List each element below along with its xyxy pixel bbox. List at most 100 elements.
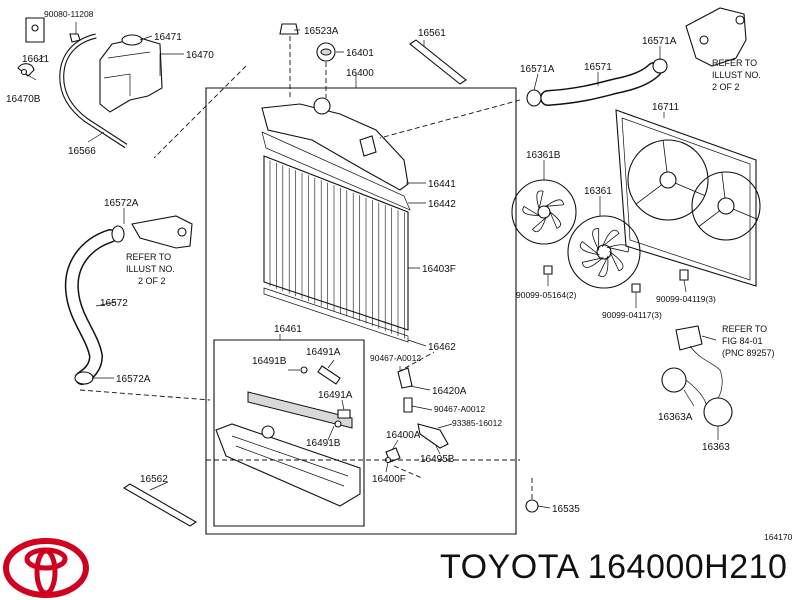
label-16562: 16562 — [140, 474, 168, 485]
note-refer-left-1: REFER TO — [126, 252, 171, 262]
label-16566: 16566 — [68, 146, 96, 157]
fan-blade — [536, 190, 544, 210]
shroud-spoke — [733, 208, 758, 220]
shroud-spoke — [675, 182, 705, 196]
label-16491A-top: 16491A — [306, 347, 341, 358]
bottom-dashes — [79, 389, 520, 461]
clamp-16572A-top — [111, 225, 125, 243]
radiator-cap-top — [320, 48, 332, 56]
label-16470B: 16470B — [6, 94, 41, 105]
label-16400: 16400 — [346, 68, 374, 79]
leaders-lower-tank — [288, 359, 345, 441]
label-93385-16012: 93385-16012 — [452, 418, 502, 428]
label-16571: 16571 — [584, 62, 612, 73]
label-90467-A0012-b: 90467-A0012 — [434, 404, 485, 414]
label-16572A-top: 16572A — [104, 198, 139, 209]
fan-blade — [581, 257, 605, 268]
housing-bolt-b — [699, 35, 709, 45]
shroud-spoke — [662, 140, 668, 173]
label-90467-A0012-a: 90467-A0012 — [370, 353, 421, 363]
label-16491A-mid: 16491A — [318, 390, 353, 401]
motor-wire-b — [685, 379, 707, 405]
fan-blade — [598, 255, 609, 277]
label-16571A-left: 16571A — [520, 64, 555, 75]
leaders-top-left — [25, 22, 184, 143]
label-16363A: 16363A — [658, 412, 693, 423]
clamp-16571A-right — [652, 58, 668, 74]
fan-group — [511, 179, 689, 293]
radiator-core — [263, 155, 409, 331]
lower-tank-group — [213, 339, 365, 527]
connector-89257 — [675, 325, 703, 351]
label-16400F: 16400F — [372, 474, 406, 485]
note-refer-right-2: ILLUST NO. — [712, 70, 761, 80]
label-90099-04119: 90099-04119(3) — [656, 294, 716, 304]
leaders-lower-hose — [92, 208, 125, 379]
motor-16363A — [661, 367, 687, 393]
fan-blade — [531, 216, 547, 233]
shroud-ring-right — [691, 171, 761, 241]
note-refer-fig-1: REFER TO — [722, 324, 767, 334]
lower-tank-outlet — [261, 425, 275, 439]
lower-gasket-strip — [247, 391, 353, 429]
nut-90099-05164 — [543, 265, 553, 275]
label-16491B-mid: 16491B — [306, 438, 341, 449]
drain-16420A — [397, 367, 413, 389]
motor-wire — [689, 345, 723, 399]
oring-16491B-mid — [334, 420, 342, 428]
label-16572: 16572 — [100, 298, 128, 309]
leaders-fan — [543, 160, 719, 440]
clamp-16571A-left — [526, 89, 542, 107]
fan-16361B-hub — [537, 205, 551, 219]
upper-tank-inlet — [359, 135, 377, 157]
strip-16562 — [122, 483, 198, 527]
leaders-upper-hose — [533, 46, 665, 118]
core-fins — [269, 160, 405, 339]
clip-hole — [20, 68, 28, 76]
radiator-filler-neck — [313, 97, 331, 115]
label-16420A: 16420A — [432, 386, 467, 397]
gasket-16442 — [261, 131, 411, 211]
shroud-spokes — [635, 140, 758, 227]
radiator-group — [153, 23, 521, 535]
leaders-drain — [149, 366, 551, 509]
fan-blade — [601, 229, 620, 248]
drain-90467 — [403, 397, 413, 413]
label-16571A-right: 16571A — [642, 36, 677, 47]
fan-16361 — [567, 215, 641, 289]
label-16401: 16401 — [346, 48, 374, 59]
label-16461: 16461 — [274, 324, 302, 335]
lower-tank-box — [213, 339, 365, 527]
label-90080-11208: 90080-11208 — [44, 9, 94, 19]
drain-parts — [79, 351, 539, 527]
label-16561: 16561 — [418, 28, 446, 39]
label-16400A: 16400A — [386, 430, 421, 441]
dash-right-link — [379, 99, 521, 139]
hose-16571 — [541, 63, 661, 105]
label-16441: 16441 — [428, 179, 456, 190]
note-refer-right-1: REFER TO — [712, 58, 757, 68]
lower-hose-group — [64, 215, 193, 385]
hose-16572 — [66, 230, 116, 384]
fan-blade — [608, 250, 624, 272]
note-refer-left-2: ILLUST NO. — [126, 264, 175, 274]
note-refer-left-3: 2 OF 2 — [138, 276, 166, 286]
assembly-box — [205, 87, 517, 535]
reservoir-tank — [99, 37, 163, 113]
plug-16491A-mid — [337, 409, 351, 419]
leaders-radiator — [279, 182, 427, 347]
reservoir-group — [17, 17, 163, 149]
bolt-90099-04119 — [679, 269, 689, 281]
note-refer-fig-2: FIG 84-01 — [722, 336, 763, 346]
motor-16363 — [703, 397, 733, 427]
fan-blade — [522, 205, 541, 216]
note-refer-fig-3: (PNC 89257) — [722, 348, 775, 358]
fan-blades — [522, 190, 629, 277]
fan-blade — [549, 210, 561, 229]
label-16361B: 16361B — [526, 150, 561, 161]
reservoir-detail — [103, 51, 151, 96]
cap-16523A — [279, 23, 299, 35]
water-outlet-pipe — [131, 215, 193, 249]
outlet-bolt — [177, 227, 187, 237]
seal-strip-16561 — [409, 39, 467, 85]
